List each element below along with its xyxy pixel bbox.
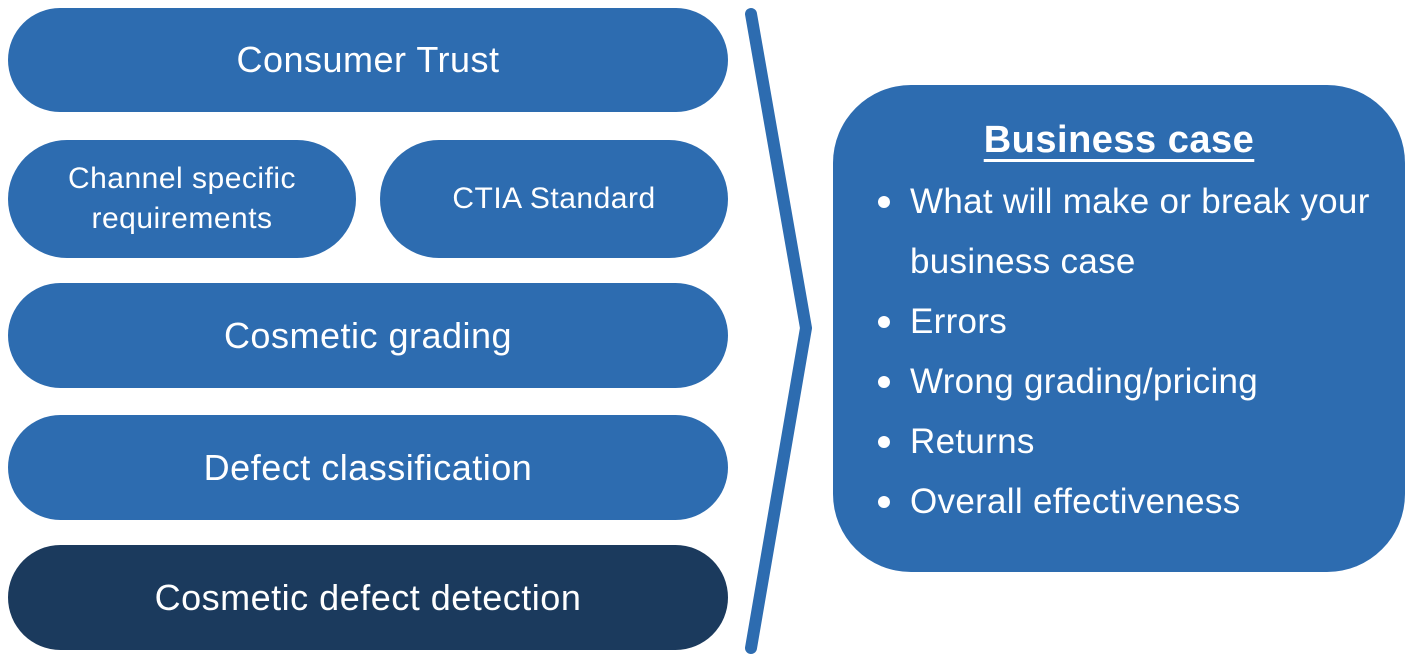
pill-label: CTIA Standard	[452, 182, 656, 215]
list-item: What will make or break your business ca…	[878, 172, 1379, 292]
list-item: Wrong grading/pricing	[878, 352, 1379, 412]
pill-cosmetic-grading: Cosmetic grading	[8, 283, 728, 388]
chevron-right-icon	[745, 8, 812, 654]
pill-label: Defect classification	[203, 446, 533, 488]
pill-channel-specific-requirements: Channel specific requirements	[8, 140, 356, 258]
business-case-title: Business case	[983, 119, 1255, 161]
list-item-text: Returns	[910, 422, 1035, 461]
pill-consumer-trust: Consumer Trust	[8, 8, 728, 112]
list-item-text: What will make or break your business ca…	[910, 182, 1370, 281]
list-item: Overall effectiveness	[878, 472, 1379, 532]
list-item-text: Errors	[910, 302, 1008, 341]
list-item-text: Wrong grading/pricing	[910, 362, 1259, 401]
bullet-icon	[878, 196, 890, 208]
list-item: Errors	[878, 292, 1379, 352]
pill-label: Consumer Trust	[236, 39, 500, 80]
pill-defect-classification: Defect classification	[8, 415, 728, 520]
list-item-text: Overall effectiveness	[910, 482, 1241, 521]
pill-ctia-standard: CTIA Standard	[380, 140, 728, 258]
pill-label: Cosmetic defect detection	[154, 576, 582, 618]
bullet-icon	[878, 316, 890, 328]
bullet-icon	[878, 436, 890, 448]
list-item: Returns	[878, 412, 1379, 472]
pill-label: Channel specific requirements	[67, 162, 297, 235]
bullet-icon	[878, 376, 890, 388]
pill-cosmetic-defect-detection: Cosmetic defect detection	[8, 545, 728, 650]
business-case-box: Business case What will make or break yo…	[833, 85, 1405, 572]
pill-label: Cosmetic grading	[223, 314, 513, 356]
business-case-list: What will make or break your business ca…	[833, 172, 1405, 532]
bullet-icon	[878, 496, 890, 508]
